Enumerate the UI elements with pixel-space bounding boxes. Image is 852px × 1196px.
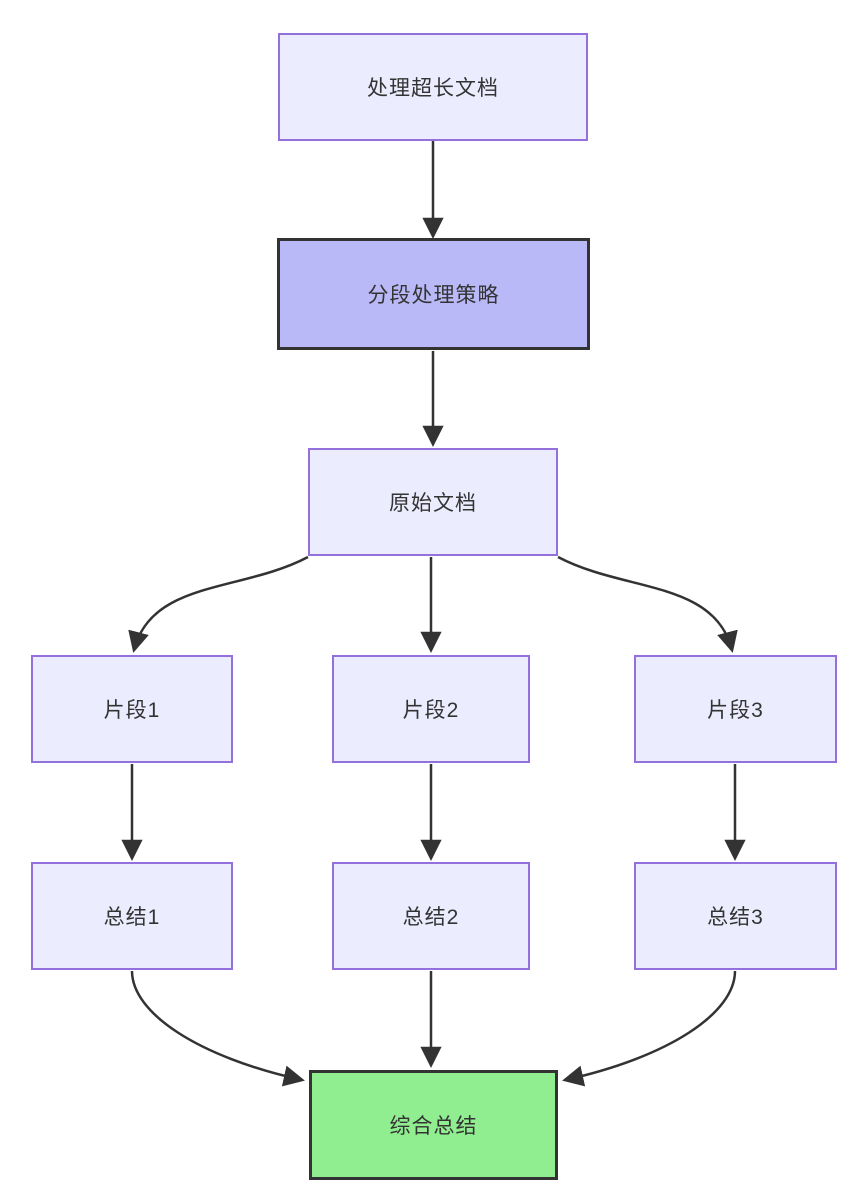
node-chunk-1: 片段1 <box>31 655 233 763</box>
edge-summary1-to-final <box>130 970 305 1087</box>
edge-original-to-chunk1 <box>128 555 309 653</box>
edge-summary3-to-final <box>562 970 737 1087</box>
node-chunk-3: 片段3 <box>634 655 837 763</box>
node-segmentation-strategy: 分段处理策略 <box>277 238 590 350</box>
node-summary-3: 总结3 <box>634 862 837 970</box>
edge-original-to-chunk3 <box>557 555 738 653</box>
node-original-document: 原始文档 <box>308 448 558 556</box>
node-summary-1: 总结1 <box>31 862 233 970</box>
node-summary-2: 总结2 <box>332 862 530 970</box>
node-chunk-2: 片段2 <box>332 655 530 763</box>
node-process-long-document: 处理超长文档 <box>278 33 588 141</box>
node-final-summary: 综合总结 <box>309 1070 558 1180</box>
